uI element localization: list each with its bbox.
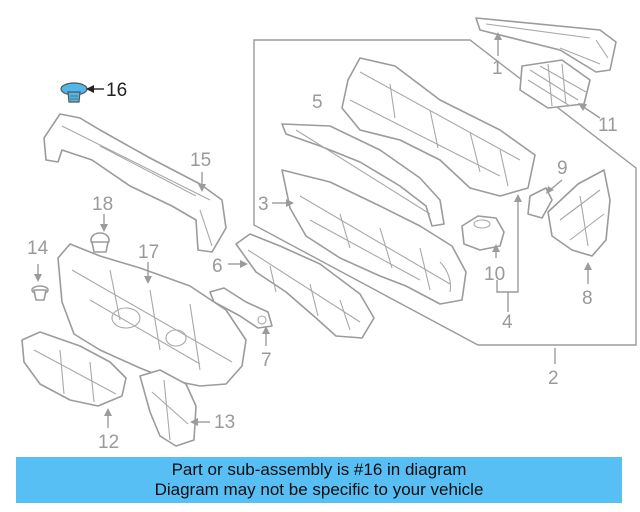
- callout-11: 11: [598, 115, 618, 136]
- part-8-side-reinforcement[interactable]: [547, 169, 611, 257]
- part-11-vent-grille[interactable]: [519, 59, 591, 109]
- parts-diagram: 1 2 3 4 5 6 7 8 9 10 11 12 13 14 15 16 1…: [21, 17, 637, 453]
- part-13-small-insulator[interactable]: [139, 369, 197, 447]
- callout-6: 6: [212, 256, 223, 277]
- part-14-clip[interactable]: [31, 285, 49, 301]
- info-banner: Part or sub-assembly is #16 in diagram D…: [16, 457, 622, 503]
- callout-8: 8: [582, 288, 593, 309]
- banner-line-1: Part or sub-assembly is #16 in diagram: [171, 460, 467, 479]
- assembly-outline: [253, 39, 637, 346]
- part-7-bracket[interactable]: [209, 287, 273, 329]
- callout-18: 18: [92, 194, 113, 215]
- callout-2: 2: [548, 368, 559, 389]
- callout-12: 12: [98, 432, 119, 453]
- part-18-grommet[interactable]: [90, 232, 110, 253]
- part-3-dash-panel[interactable]: [281, 169, 467, 305]
- callout-17: 17: [138, 242, 159, 263]
- callout-3: 3: [258, 194, 269, 215]
- callout-7: 7: [261, 350, 272, 371]
- callout-14: 14: [27, 238, 49, 259]
- part-3-reinforcement-bar[interactable]: [281, 123, 445, 227]
- part-9-bracket[interactable]: [527, 187, 553, 219]
- callout-10: 10: [484, 264, 505, 285]
- callout-1: 1: [492, 58, 503, 79]
- part-10-cap[interactable]: [461, 215, 505, 251]
- callout-5: 5: [312, 92, 323, 113]
- part-1-cowl-top[interactable]: [475, 17, 617, 73]
- callout-9: 9: [557, 158, 568, 179]
- callout-4: 4: [502, 312, 513, 333]
- part-15-upper-bar[interactable]: [43, 113, 227, 253]
- callout-16: 16: [106, 80, 127, 101]
- part-5-upper-cowl[interactable]: [341, 57, 536, 197]
- part-6-lower-panel[interactable]: [235, 233, 375, 339]
- part-16-push-fastener[interactable]: [60, 82, 88, 103]
- callout-15: 15: [190, 150, 211, 171]
- part-12-lower-insulator[interactable]: [21, 331, 127, 407]
- callout-13: 13: [214, 412, 235, 433]
- part-17-dash-insulator[interactable]: [57, 243, 247, 387]
- banner-line-2: Diagram may not be specific to your vehi…: [154, 480, 484, 499]
